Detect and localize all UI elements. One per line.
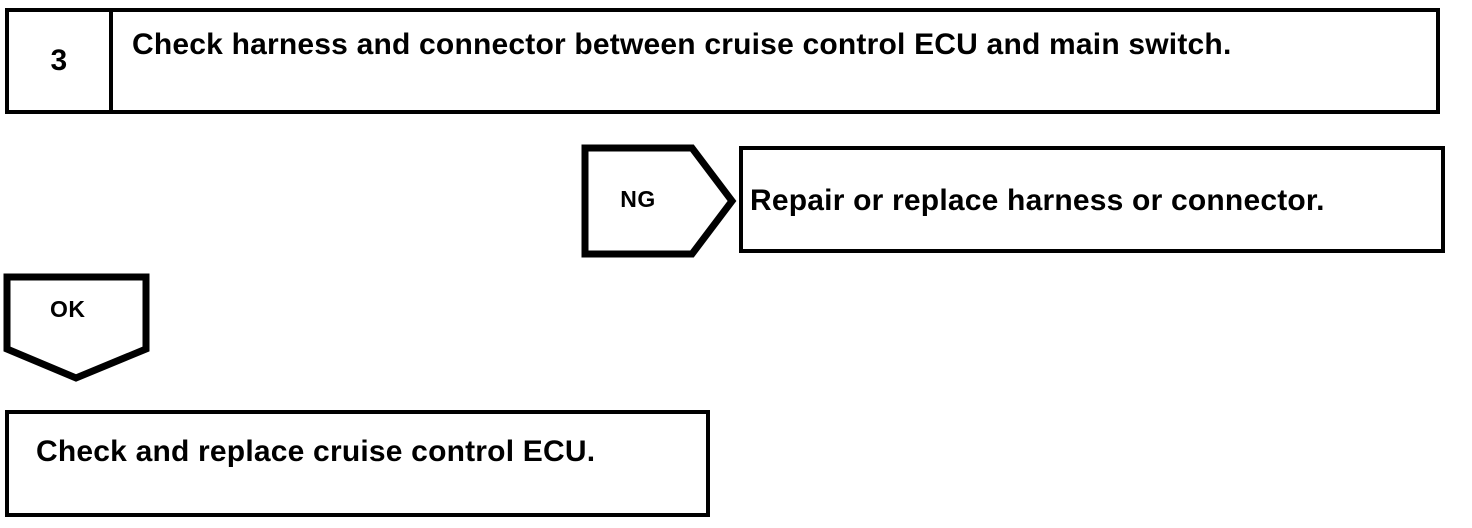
ng-branch-label: NG <box>620 186 656 212</box>
ok-result-text: Check and replace cruise control ECU. <box>36 435 596 468</box>
step-instruction: Check harness and connector between crui… <box>132 28 1232 61</box>
ng-result-text: Repair or replace harness or connector. <box>750 184 1325 217</box>
ng-branch-arrow <box>579 142 737 260</box>
step-box-divider <box>109 8 113 114</box>
ng-result-box <box>739 146 1445 253</box>
step-box <box>5 8 1440 114</box>
ok-result-box <box>5 410 710 517</box>
ok-branch-arrow <box>1 271 153 383</box>
ok-branch-label: OK <box>50 296 86 322</box>
step-number: 3 <box>50 44 68 77</box>
